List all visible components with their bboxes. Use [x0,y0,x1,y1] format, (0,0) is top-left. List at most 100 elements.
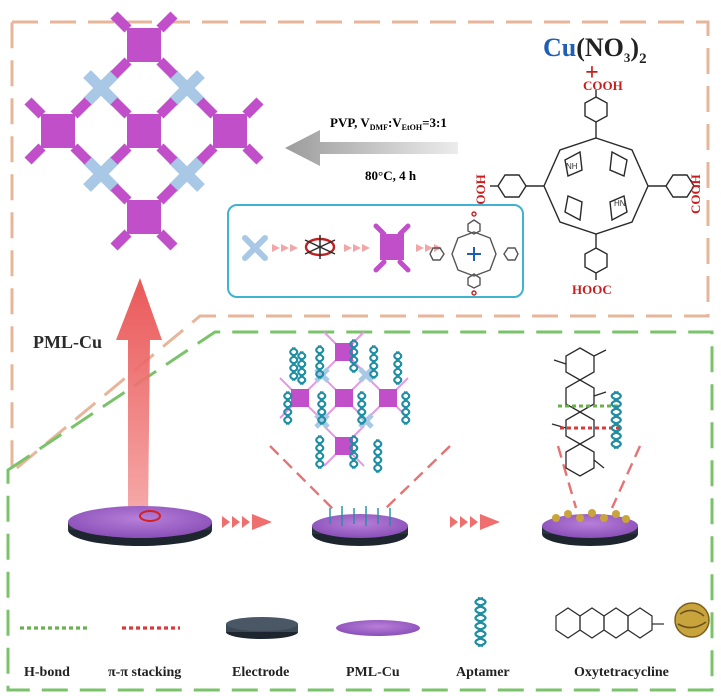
otc-binding-structure [551,347,607,477]
linker-arm-2-0 [110,97,132,119]
linker-arm-3-2 [196,143,218,165]
step-arrow-2 [450,514,500,530]
inset-arrow-2 [344,244,370,252]
electrode-otc [542,509,638,546]
mid-aptamer-8 [359,390,367,426]
mid-porphyrin-2 [335,389,353,407]
mid-aptamer-3-strand2 [349,338,356,374]
mid-linker-1-0 [279,377,293,391]
legend-electrode-label: Electrode [232,665,289,680]
mid-linker-1-2 [279,405,293,419]
linker-arm-3-3 [242,143,264,165]
linker-arm-4-0 [110,183,132,205]
linker-arm-2-2 [110,143,132,165]
porphyrin-node-icon [373,223,411,273]
mid-linker-3-1 [395,377,409,391]
cu-porphyrin-icon [429,211,519,296]
legend-electrode-swatch [226,617,298,639]
aptamer-lattice [279,331,411,474]
porphyrin-node-1 [41,114,75,148]
legend-otc-label: Oxytetracycline [574,665,669,680]
linker-arm-3-0 [196,97,218,119]
mid-aptamer-3 [351,338,359,374]
legend-aptamer-swatch [474,596,487,648]
porphyrin-node-3 [213,114,247,148]
mid-aptamer-0-strand2 [289,346,296,382]
cu-paddlewheel-icon [304,235,336,259]
otc-aptamer [613,390,622,450]
mid-aptamer-12 [375,438,383,474]
mid-linker-4-3 [351,453,365,467]
cu-node-2-b [83,156,119,192]
porphyrin-node-2 [127,114,161,148]
top-panel-border [10,20,710,476]
mid-aptamer-4 [371,344,379,380]
mid-linker-0-0 [323,331,337,345]
electrode-bare [68,506,212,546]
linker-arm-4-3 [156,229,178,251]
linker-arm-2-3 [156,143,178,165]
linker-arm-3-1 [242,97,264,119]
reagent-copper-nitrate: Cu(NO3)2 [543,33,647,67]
otc-aptamer-strand2 [610,390,619,450]
legend: H-bond π-π stacking Electrode PML-Cu Apt… [20,596,710,680]
mid-aptamer-7-strand2 [317,390,324,426]
linker-arm-4-1 [156,183,178,205]
legend-otc-particle-texture [677,609,707,629]
linker-arm-2-1 [156,97,178,119]
mid-aptamer-5-strand2 [393,350,400,386]
porphyrin-node-4 [127,200,161,234]
legend-aptamer [477,596,487,648]
linker-arm-0-3 [156,57,178,79]
linker-arm-0-1 [156,11,178,33]
mid-porphyrin-4 [335,437,353,455]
mid-aptamer-2-strand2 [315,344,322,380]
mid-aptamer-1 [299,350,307,386]
growth-arrow [116,278,162,518]
cooh-bottom-label: HOOC [572,282,612,297]
linker-arm-4-2 [110,229,132,251]
linker-arm-1-0 [24,97,46,119]
product-label: PML-Cu [33,332,102,352]
mid-aptamer-10 [317,434,325,470]
legend-aptamer-label: Aptamer [456,665,510,680]
mid-aptamer-10-strand2 [315,434,322,470]
mid-aptamer-1-strand2 [297,350,304,386]
linker-arm-1-2 [24,143,46,165]
legend-pmlcu-label: PML-Cu [346,665,400,680]
mid-aptamer-11 [351,434,359,470]
cu-node-0-b [83,70,119,106]
legend-pipi-label: π-π stacking [108,665,181,680]
reaction-conditions-temp: 80°C, 4 h [365,168,417,183]
zoom-lines [269,445,642,511]
building-unit-inset [227,204,524,298]
mid-aptamer-2 [317,344,325,380]
mid-linker-0-1 [351,331,365,345]
mid-cu-1-b [358,367,374,383]
step-arrow-1 [222,514,272,530]
mid-aptamer-7 [319,390,327,426]
porphyrin-node-0 [127,28,161,62]
electrode-aptamer [312,506,408,546]
mid-linker-4-2 [323,453,337,467]
mid-aptamer-9 [403,390,411,426]
mid-aptamer-6-strand2 [283,390,290,426]
linker-arm-0-0 [110,11,132,33]
mid-aptamer-8-strand2 [357,390,364,426]
otc-aptamer-helix [610,390,622,450]
cooh-right-label: COOH [688,174,703,214]
mid-aptamer-11-strand2 [349,434,356,470]
inset-arrow-1 [272,244,298,252]
mid-porphyrin-3 [379,389,397,407]
mid-aptamer-4-strand2 [369,344,376,380]
linker-arm-1-1 [70,97,92,119]
linker-arm-1-3 [70,143,92,165]
cu-node-icon [242,235,268,261]
reaction-arrow [285,130,458,166]
porphyrin-hn-label: HN [614,199,626,208]
linker-arm-0-2 [110,57,132,79]
porphyrin-nh-label: NH [566,162,578,171]
mid-cu-2-b [314,413,330,429]
legend-otc-structure [555,607,664,639]
mid-aptamer-5 [395,350,403,386]
